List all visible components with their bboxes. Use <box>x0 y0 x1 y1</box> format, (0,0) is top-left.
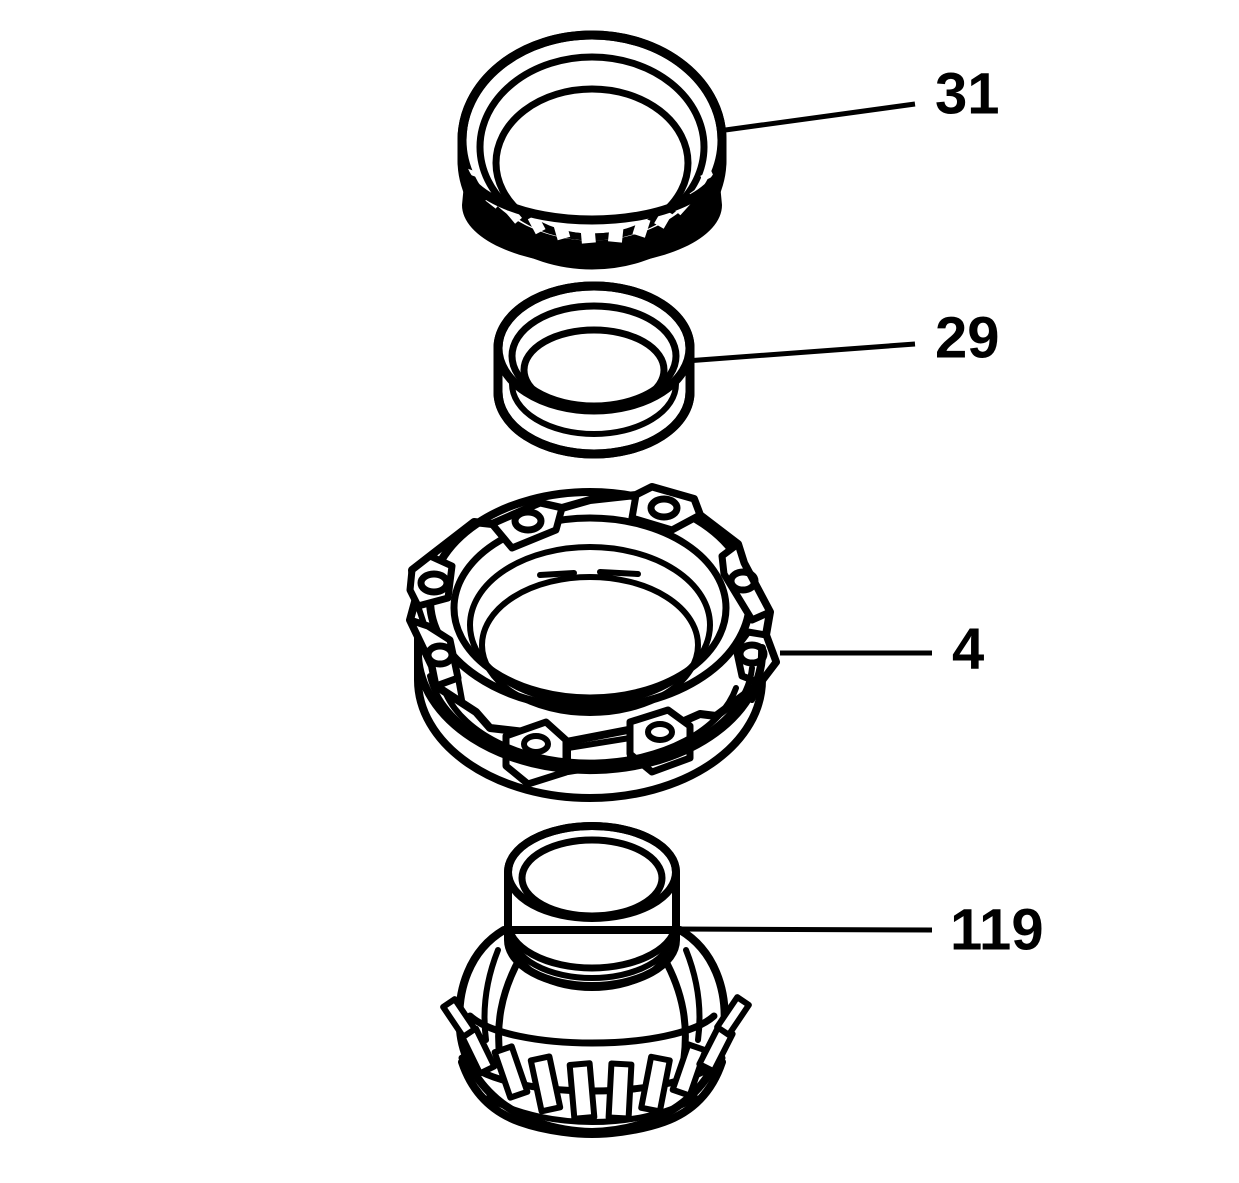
part-4-bolt-lugs <box>406 483 780 690</box>
part-29-lower-edge <box>493 387 695 459</box>
callout-label-4: 4 <box>952 616 984 681</box>
leader-line-119 <box>673 926 933 933</box>
part-4-bore-ring-3 <box>479 574 701 716</box>
leader-line-29 <box>685 341 916 364</box>
part-4-bolt-hole-left-lower <box>424 642 456 668</box>
part-29-bore <box>520 326 668 414</box>
part-31-cage-band <box>462 163 722 265</box>
part-119-hub-sleeve <box>440 822 752 1138</box>
callouts-layer: 31 29 4 119 <box>673 61 1044 962</box>
part-119-neck-rim-inner <box>518 836 666 920</box>
leader-line-31 <box>717 101 916 134</box>
part-29-race-ring <box>493 281 695 459</box>
part-29-rim-inner-edge <box>508 302 680 410</box>
part-31-tapered-roller-bearing <box>457 30 727 270</box>
part-31-lower-edge <box>457 155 727 225</box>
part-4-bolt-hole-left-upper <box>417 570 451 596</box>
callout-label-31: 31 <box>935 61 1000 126</box>
part-31-outer-rim <box>457 30 727 250</box>
part-119-bottom-edge <box>458 1058 726 1138</box>
part-4-groove-mark-right <box>597 569 641 577</box>
part-4-lug-right-upper <box>718 540 774 624</box>
part-4-flanged-retainer-housing <box>406 483 780 802</box>
part-4-bolt-hole-right-upper <box>727 568 759 594</box>
part-4-boss-hole-right <box>645 721 675 743</box>
part-4-skirt-bottom-edge <box>414 644 767 775</box>
part-4-skirt-contour-2 <box>427 665 755 769</box>
part-119-neck-groove-1 <box>504 918 680 972</box>
part-4-lug-edge-left <box>415 603 427 627</box>
part-4-groove-mark-left <box>537 570 577 578</box>
part-4-lug-edge-left-lower <box>455 675 465 703</box>
part-29-inner-lower-edge <box>509 381 679 437</box>
part-4-bolt-hole-top-left <box>511 508 545 534</box>
part-119-neck-groove-3 <box>515 945 669 991</box>
part-4-lug-top-right <box>628 483 704 534</box>
part-4-bolt-hole-top-right <box>647 495 681 521</box>
part-4-lug-top-left <box>488 499 566 552</box>
part-119-cone-edge-left <box>481 947 501 1043</box>
part-119-cone-edge-right <box>683 947 703 1043</box>
part-119-cage-windows <box>440 994 752 1122</box>
part-4-bore-ring-2 <box>467 544 713 706</box>
part-4-bore-ring-1 <box>450 514 730 702</box>
callout-label-119: 119 <box>950 897 1044 962</box>
callout-label-29: 29 <box>935 305 1000 370</box>
part-4-boss-hole-left <box>521 733 551 755</box>
part-119-bottom-inner-edge <box>485 1095 699 1125</box>
part-119-cage-top-arc <box>466 1012 718 1047</box>
